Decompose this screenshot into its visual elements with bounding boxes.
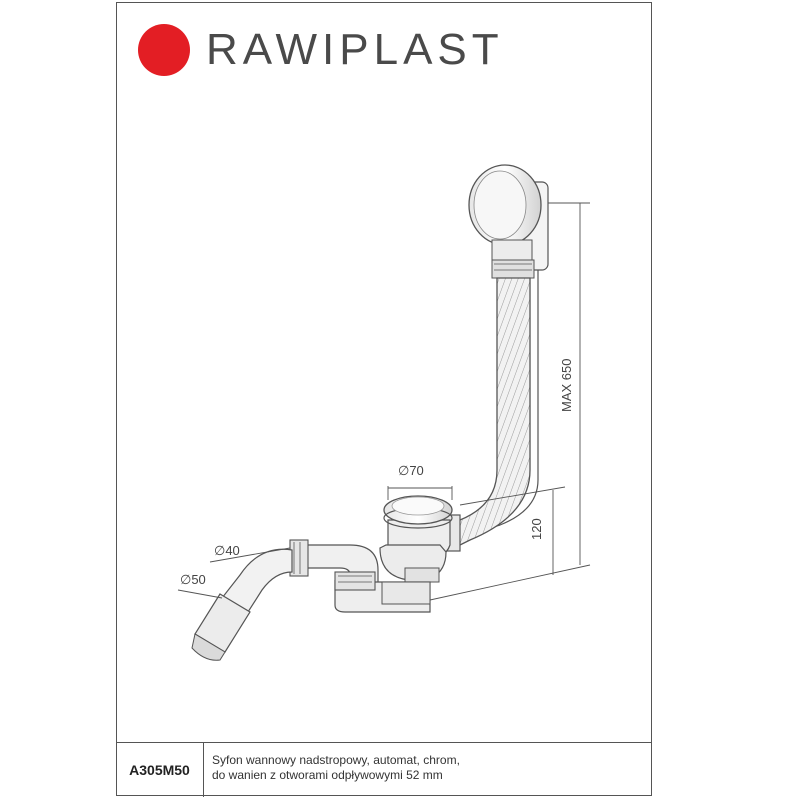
product-description: Syfon wannowy nadstropowy, automat, chro… bbox=[212, 753, 460, 783]
overflow-cap bbox=[468, 164, 549, 279]
brand-logo-circle bbox=[138, 24, 190, 76]
drain-head bbox=[379, 495, 461, 583]
dimension-max-650: MAX 650 bbox=[559, 358, 574, 412]
siphon-trap bbox=[191, 539, 431, 661]
description-line-2: do wanien z otworami odpływowymi 52 mm bbox=[212, 768, 443, 782]
dimension-diameter-70: ∅70 bbox=[398, 463, 424, 478]
dimension-height-120: 120 bbox=[529, 518, 544, 540]
control-cable bbox=[449, 270, 539, 541]
corrugated-hose bbox=[454, 277, 531, 547]
drawing-sheet-border bbox=[116, 2, 652, 796]
dimension-diameter-50: ∅50 bbox=[180, 572, 206, 587]
description-line-1: Syfon wannowy nadstropowy, automat, chro… bbox=[212, 753, 460, 767]
product-code: A305M50 bbox=[116, 743, 204, 797]
dimension-lines bbox=[177, 202, 591, 601]
title-block: A305M50 Syfon wannowy nadstropowy, autom… bbox=[116, 742, 652, 797]
brand-name: RAWIPLAST bbox=[206, 25, 504, 74]
dimension-diameter-40: ∅40 bbox=[214, 543, 240, 558]
